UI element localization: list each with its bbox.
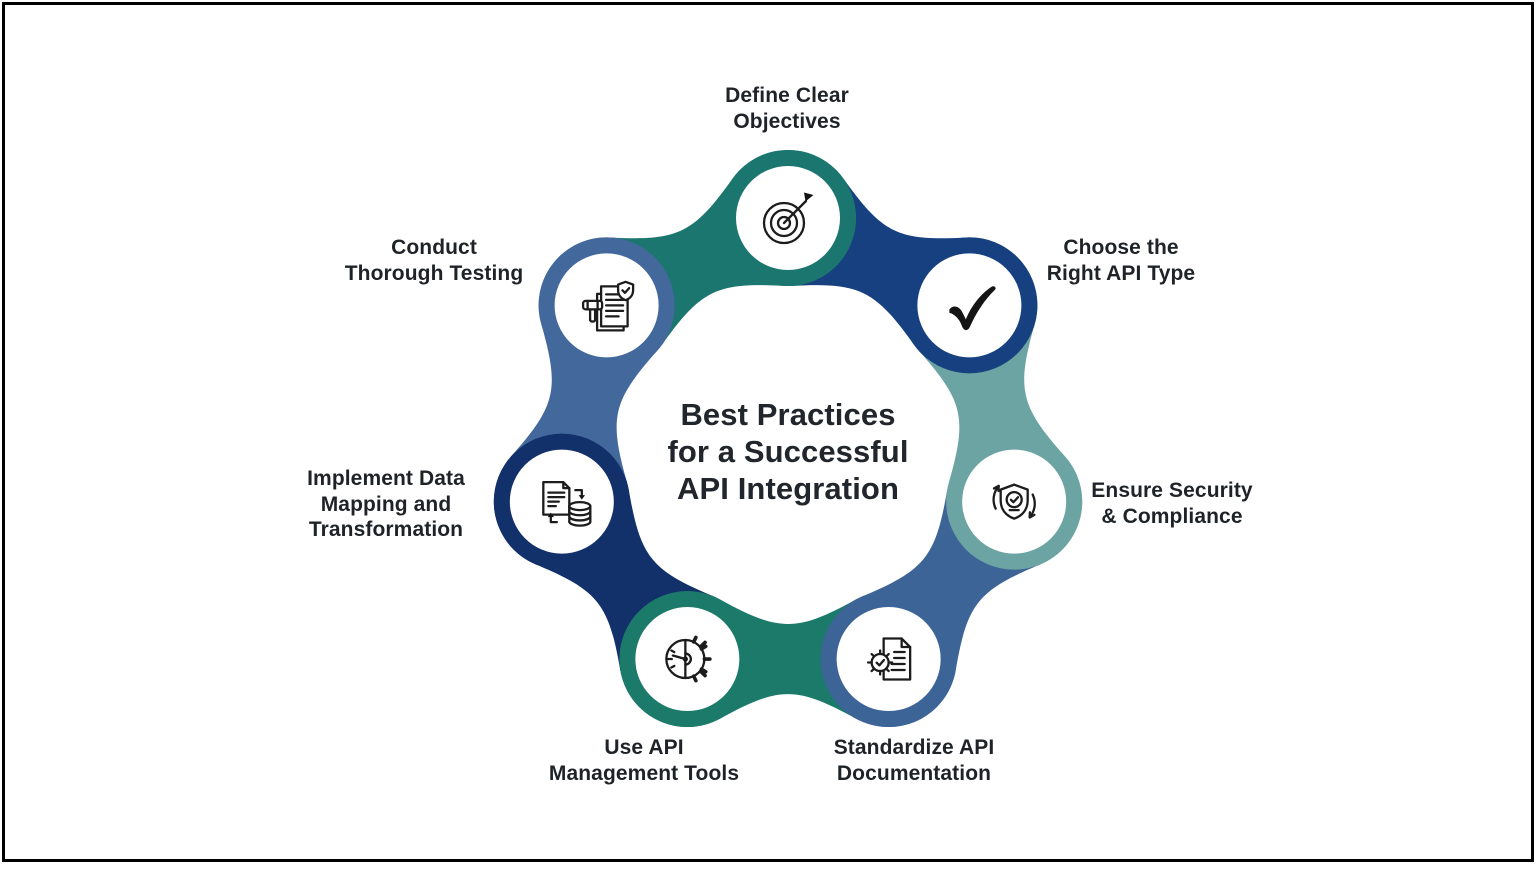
document-database-icon xyxy=(542,480,592,527)
label-ensure-security-compliance: Ensure Security & Compliance xyxy=(1091,479,1253,528)
label-implement-data-mapping: Implement Data Mapping and Transformatio… xyxy=(307,467,465,541)
label-standardize-api-documentation: Standardize API Documentation xyxy=(833,736,995,785)
title-line: API Integration xyxy=(677,471,899,506)
title-line: for a Successful xyxy=(667,434,909,469)
target-dart-icon xyxy=(762,192,814,245)
title-line: Best Practices xyxy=(680,397,896,432)
label-use-api-management-tools: Use API Management Tools xyxy=(548,736,740,785)
node-core xyxy=(509,449,614,554)
checkmark-icon xyxy=(949,286,996,331)
shield-check-sync-icon xyxy=(992,483,1036,520)
diagram-title: Best Practices for a Successful API Inte… xyxy=(667,396,908,507)
label-conduct-thorough-testing: Conduct Thorough Testing xyxy=(344,236,524,285)
document-shield-gavel-icon xyxy=(581,280,635,332)
node-core xyxy=(917,253,1022,358)
gauge-gear-icon xyxy=(665,635,712,683)
label-define-clear-objectives: Define Clear Objectives xyxy=(725,84,849,133)
label-choose-right-api-type: Choose the Right API Type xyxy=(1046,236,1196,285)
document-gear-icon xyxy=(866,637,912,681)
cycle-diagram xyxy=(493,149,1083,728)
